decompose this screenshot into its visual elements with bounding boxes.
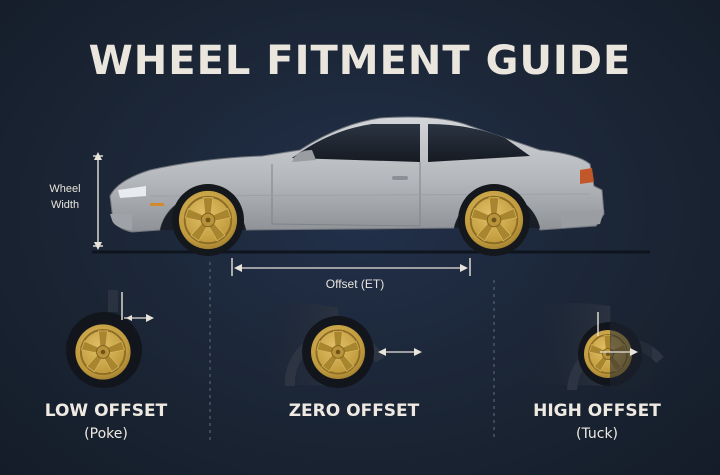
offset-et-label: Offset (ET) [325, 277, 385, 291]
high-offset-wheel [530, 303, 664, 391]
low-offset-caption: LOW OFFSET (Poke) [6, 400, 206, 444]
door-handle [392, 176, 408, 180]
wheel-width-label-line2: Width [50, 199, 80, 211]
rear-window [428, 124, 530, 162]
taillight [580, 168, 594, 184]
offset-dimension [231, 258, 471, 276]
rear-wheel [458, 184, 530, 256]
page-title: WHEEL FITMENT GUIDE [88, 38, 632, 84]
front-marker [150, 203, 164, 206]
high-offset-subtitle: (Tuck) [575, 426, 619, 442]
zero-offset-caption: ZERO OFFSET [254, 400, 454, 422]
high-offset-title: HIGH OFFSET [533, 401, 661, 421]
front-window [292, 124, 420, 162]
zero-offset-title: ZERO OFFSET [288, 401, 420, 421]
wheel-width-label: Wheel Width [40, 181, 90, 213]
low-offset-subtitle: (Poke) [84, 426, 128, 442]
wheel-width-label-line1: Wheel [49, 183, 81, 195]
low-offset-wheel [66, 290, 154, 388]
wheel-width-dimension [93, 152, 103, 250]
high-offset-caption: HIGH OFFSET (Tuck) [497, 400, 697, 444]
side-mirror [292, 150, 316, 162]
headlight [118, 186, 146, 198]
zero-offset-wheel [262, 302, 422, 388]
low-offset-title: LOW OFFSET [44, 401, 168, 421]
front-wheel [172, 184, 244, 256]
